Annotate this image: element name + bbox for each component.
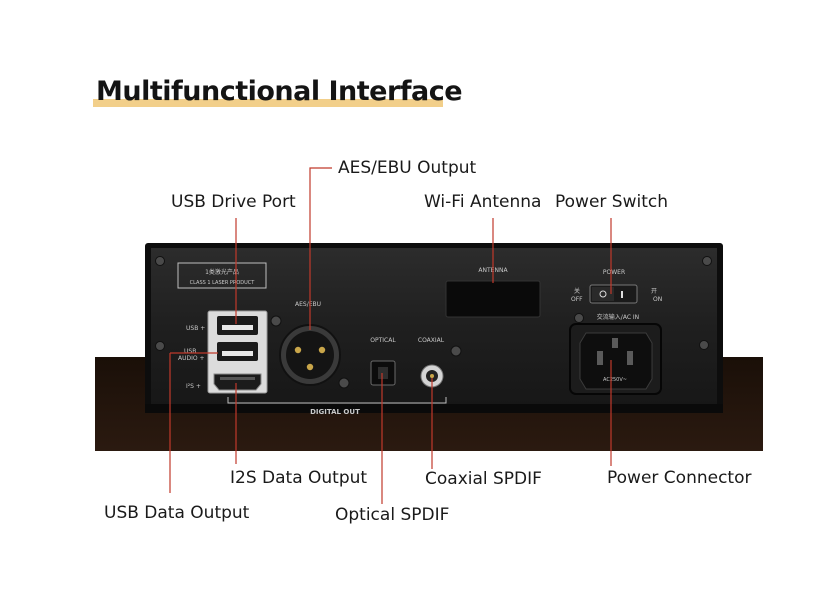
screw-icon <box>155 256 165 266</box>
screw-icon <box>450 345 462 357</box>
wifi-antenna-block <box>445 280 541 318</box>
hdmi-i2s-port <box>213 373 262 391</box>
coaxial-panel-text: COAXIAL <box>418 337 445 344</box>
screw-icon <box>699 340 709 350</box>
title-underline <box>93 99 443 107</box>
label-i2s-data-output: I2S Data Output <box>230 468 368 488</box>
leader-lines <box>169 167 612 504</box>
voltage-text: AC250V~ <box>603 377 627 383</box>
screw-icon <box>270 315 282 327</box>
off-cn-text: 关 <box>574 287 580 295</box>
aes-ebu-panel-text: AES/EBU <box>295 301 321 308</box>
leader-line-aes <box>309 167 332 330</box>
usb-audio-text-2: AUDIO + <box>178 355 205 362</box>
label-power-switch: Power Switch <box>555 192 669 212</box>
i2s-plus-text: I²S + <box>186 383 201 390</box>
label-usb-drive-port: USB Drive Port <box>171 192 296 212</box>
on-cn-text: 开 <box>651 288 657 295</box>
leader-line-usb-data <box>169 352 218 493</box>
label-usb-data-output: USB Data Output <box>104 503 250 523</box>
digital-out-text: DIGITAL OUT <box>310 408 360 416</box>
laser-class-label <box>177 262 267 289</box>
ac-in-text: 交流输入/AC IN <box>597 313 639 321</box>
digital-out-bracket <box>227 397 447 404</box>
power-panel-text: POWER <box>603 269 625 276</box>
label-aes-ebu-output: AES/EBU Output <box>338 158 477 178</box>
optical-panel-text: OPTICAL <box>370 337 396 344</box>
label-coaxial-spdif: Coaxial SPDIF <box>425 469 542 489</box>
page-title: Multifunctional Interface <box>96 76 463 107</box>
label-power-connector: Power Connector <box>607 468 752 488</box>
usb-plus-text: USB + <box>186 325 205 332</box>
screw-icon <box>574 313 584 323</box>
laser-label-line2: CLASS 1 LASER PRODUCT <box>190 280 256 286</box>
screw-icon <box>155 341 165 351</box>
off-text: OFF <box>571 296 583 303</box>
laser-label-line1: 1类激光产品 <box>205 268 239 276</box>
label-optical-spdif: Optical SPDIF <box>335 505 450 525</box>
screw-icon <box>338 377 350 389</box>
on-text: ON <box>653 296 662 303</box>
panel-screws <box>155 256 712 389</box>
label-wifi-antenna: Wi-Fi Antenna <box>424 192 542 212</box>
screw-icon <box>702 256 712 266</box>
usb-audio-text-1: USB <box>184 348 196 355</box>
